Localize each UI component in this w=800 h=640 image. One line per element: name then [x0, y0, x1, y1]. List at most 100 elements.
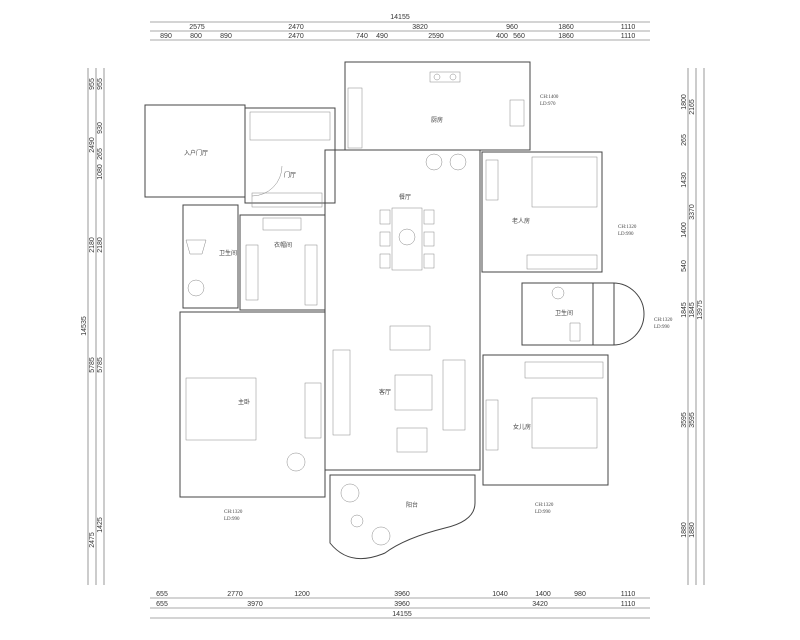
wardrobe: [524, 361, 604, 379]
window-note: CH:1320: [618, 225, 637, 230]
room-label-elder-room: 老人房: [512, 217, 530, 225]
dim-label: 1040: [492, 591, 508, 598]
window-note: CH:1320: [654, 318, 673, 323]
dim-label: 1845: [689, 302, 696, 318]
dim-label: 3970: [247, 601, 263, 608]
elder-room-area: [481, 151, 603, 273]
dim-label: 2490: [89, 137, 96, 153]
dim-label: 2470: [288, 33, 304, 40]
coffee-table: [394, 374, 433, 411]
walls: [144, 61, 645, 560]
dim-left-outer: 955 2490 2180 5785 2475: [89, 78, 96, 548]
cabinet: [251, 192, 323, 208]
room-label-entry-hall: 入户门厅: [184, 149, 208, 157]
bed: [531, 397, 598, 449]
dim-top-row3: 890 800 890 2470 740 490 2590 400 560 18…: [160, 33, 635, 40]
dim-label: 1200: [294, 591, 310, 598]
window-note: CH:1320: [224, 510, 243, 515]
dim-right-inner: 1800 265 1430 1400 540 1845 3595 1880: [681, 94, 688, 538]
room-label-daughter-room: 女儿房: [513, 423, 531, 431]
door-swing: [251, 165, 283, 197]
dim-label: 2575: [189, 24, 205, 31]
window-note: LD:970: [540, 102, 556, 107]
window-note: CH:1320: [535, 503, 554, 508]
room-label-walk-in-closet: 衣帽间: [274, 241, 292, 249]
shower-room: [592, 282, 645, 346]
dim-label: 265: [681, 134, 688, 146]
dim-label: 1110: [621, 591, 636, 598]
dim-label: 1860: [558, 24, 574, 31]
sofa-long: [442, 359, 466, 431]
dim-label: 3960: [394, 591, 410, 598]
dim-label: 2470: [288, 24, 304, 31]
stove-icon: [429, 71, 461, 83]
dimension-lines: [87, 21, 705, 619]
dim-label: 1110: [621, 33, 636, 40]
washbasin-icon: [551, 286, 565, 300]
room-label-bathroom-left: 卫生间: [219, 249, 237, 257]
dim-top-overall: 14155: [390, 14, 410, 21]
daughter-room-area: [482, 354, 609, 486]
toilet-icon: [569, 322, 581, 342]
dim-label: 2180: [89, 237, 96, 253]
room-label-living-room: 客厅: [379, 388, 391, 396]
bed: [531, 156, 598, 208]
bar-stool: [425, 153, 443, 171]
dim-label: 955: [89, 78, 96, 90]
room-label-bathroom-right: 卫生间: [555, 309, 573, 317]
dim-label: 3420: [532, 601, 548, 608]
dim-label: 1080: [97, 164, 104, 180]
wardrobe: [304, 382, 322, 439]
dim-left-overall: 14535: [81, 316, 88, 336]
window-note: CH:1400: [540, 95, 559, 100]
armchair: [396, 427, 428, 453]
sink-icon: [509, 99, 525, 127]
bathroom-right-area: [521, 282, 615, 346]
room-label-master-bedroom: 主卧: [238, 398, 250, 406]
dim-label: 560: [513, 33, 525, 40]
window-note: LD:990: [224, 517, 240, 522]
dim-label: 540: [681, 260, 688, 272]
room-label-kitchen: 厨房: [431, 116, 443, 124]
desk: [485, 399, 499, 451]
dim-label: 930: [97, 122, 104, 134]
dim-label: 3595: [681, 412, 688, 428]
shoe-cabinet: [249, 111, 331, 141]
bathroom-left-area: [182, 204, 239, 309]
tv-cabinet: [332, 349, 351, 436]
dim-label: 3370: [689, 204, 696, 220]
dim-label: 1845: [681, 302, 688, 318]
bar-stool: [449, 153, 467, 171]
sofa: [389, 325, 431, 351]
balcony-area: [329, 474, 476, 560]
dim-label: 2770: [227, 591, 243, 598]
dim-label: 1800: [681, 94, 688, 110]
window-note: LD:990: [535, 510, 551, 515]
bed: [185, 377, 257, 441]
side-table: [350, 514, 364, 528]
dim-label: 655: [156, 591, 168, 598]
dim-label: 655: [156, 601, 168, 608]
dim-top-row2: 2575 2470 3820 960 1860 1110: [189, 24, 635, 31]
dim-label: 1425: [97, 517, 104, 533]
dim-label: 1110: [621, 24, 636, 31]
dim-label: 2165: [689, 99, 696, 115]
dim-label: 5785: [89, 357, 96, 373]
dim-right-outer: 2165 3370 1845 3595 1880: [689, 99, 696, 538]
dim-label: 3960: [394, 601, 410, 608]
room-labels: 入户门厅 门厅 卫生间 衣帽间 厨房 餐厅 老人房 卫生间 女儿房 主卧 客厅 …: [184, 116, 573, 509]
dim-label: 400: [496, 33, 508, 40]
dim-label: 1400: [681, 222, 688, 238]
dim-label: 3595: [689, 412, 696, 428]
dining-table: [391, 207, 423, 271]
kitchen-counter: [347, 87, 363, 149]
master-bedroom-area: [179, 311, 326, 498]
dim-bottom-row1: 655 2770 1200 3960 1040 1400 980 1110: [156, 591, 635, 598]
dim-label: 2475: [89, 532, 96, 548]
dim-label: 1880: [689, 522, 696, 538]
dim-label: 2180: [97, 237, 104, 253]
dim-label: 265: [97, 148, 104, 160]
lounge-chair: [371, 526, 391, 546]
walk-in-closet-area: [239, 214, 326, 311]
